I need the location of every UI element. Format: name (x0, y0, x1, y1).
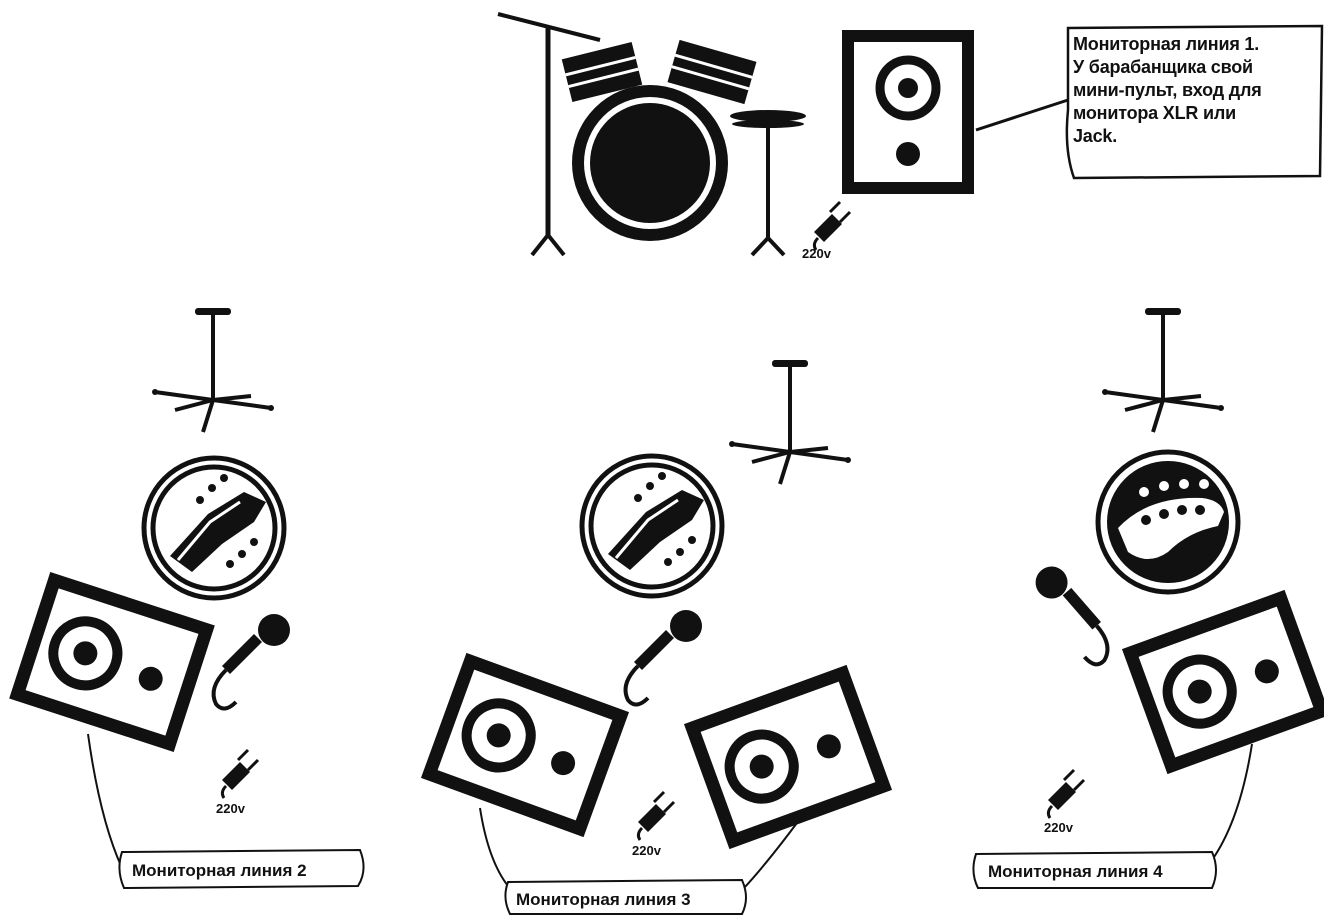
power-plug-icon (638, 792, 674, 840)
microphone-icon (214, 614, 290, 709)
guitar-headstock-icon (144, 458, 284, 598)
power-label-drums: 220v (802, 246, 832, 261)
callout-line: Jack. (1073, 125, 1323, 148)
power-label-right: 220v (1044, 820, 1074, 835)
monitor-speaker-1 (848, 36, 968, 188)
guitar-stand-icon (729, 360, 851, 484)
power-label-left: 220v (216, 801, 246, 816)
callout-text: Мониторная линия 1. У барабанщика свой м… (1073, 33, 1323, 148)
power-plug-icon (814, 202, 850, 250)
callout-pointer (976, 100, 1068, 130)
monitor-speaker-3b (692, 673, 883, 840)
guitar-stand-icon (152, 308, 274, 432)
cable-line-4 (1212, 744, 1252, 860)
callout-line: монитора XLR или (1073, 102, 1323, 125)
microphone-icon (1030, 565, 1113, 665)
microphone-icon (626, 610, 702, 705)
callout-line: У барабанщика свой (1073, 56, 1323, 79)
monitor-speaker-4 (1130, 598, 1321, 765)
monitor-line-3-label: Мониторная линия 3 (516, 890, 691, 909)
power-plug-icon (1048, 770, 1084, 818)
callout-line: мини-пульт, вход для (1073, 79, 1323, 102)
bass-stand-icon (1102, 308, 1224, 432)
power-label-center: 220v (632, 843, 662, 858)
callout-line: Мониторная линия 1. (1073, 33, 1323, 56)
guitar-headstock-icon (582, 456, 722, 596)
drum-kit-icon (498, 14, 806, 255)
bass-headstock-icon (1098, 452, 1238, 592)
power-plug-icon (222, 750, 258, 798)
cable-line-2 (88, 734, 122, 868)
cable-line-3a (480, 808, 508, 886)
monitor-line-2-label: Мониторная линия 2 (132, 861, 307, 880)
monitor-speaker-3a (429, 661, 620, 828)
monitor-line-4-label: Мониторная линия 4 (988, 862, 1163, 881)
monitor-speaker-2 (17, 580, 206, 744)
